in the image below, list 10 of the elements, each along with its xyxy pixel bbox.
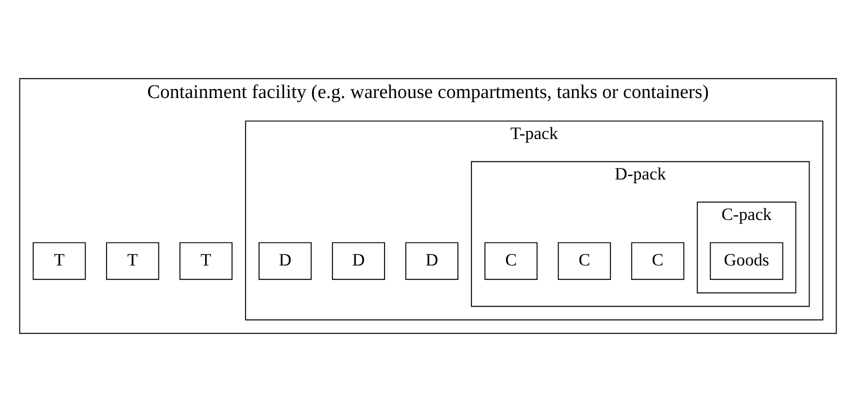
node-box: C [484, 242, 538, 280]
node-box: C [631, 242, 684, 280]
node-box: D [332, 242, 386, 280]
node-box: Goods [710, 242, 784, 280]
node-box: T [179, 242, 233, 280]
node-box: C [558, 242, 611, 280]
node-box: D [405, 242, 458, 280]
node-box: T [106, 242, 160, 280]
node-box: D [258, 242, 312, 280]
node-box: T [32, 242, 86, 280]
